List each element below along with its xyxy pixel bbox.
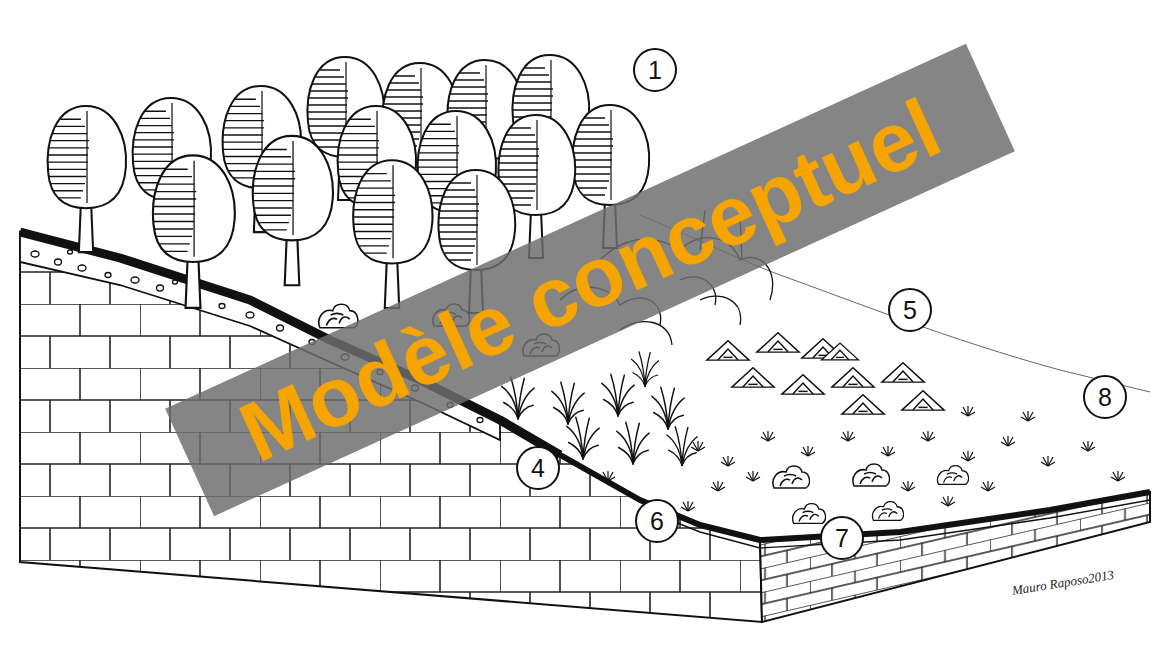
- callout-number: 5: [890, 295, 930, 325]
- callout-number: 1: [635, 55, 675, 85]
- callout-number: 7: [822, 523, 862, 553]
- callout-number: 8: [1085, 382, 1125, 412]
- callout-number: 6: [637, 506, 677, 536]
- callout-number: 4: [518, 453, 558, 483]
- author-signature: Mauro Raposo2013: [1011, 567, 1115, 599]
